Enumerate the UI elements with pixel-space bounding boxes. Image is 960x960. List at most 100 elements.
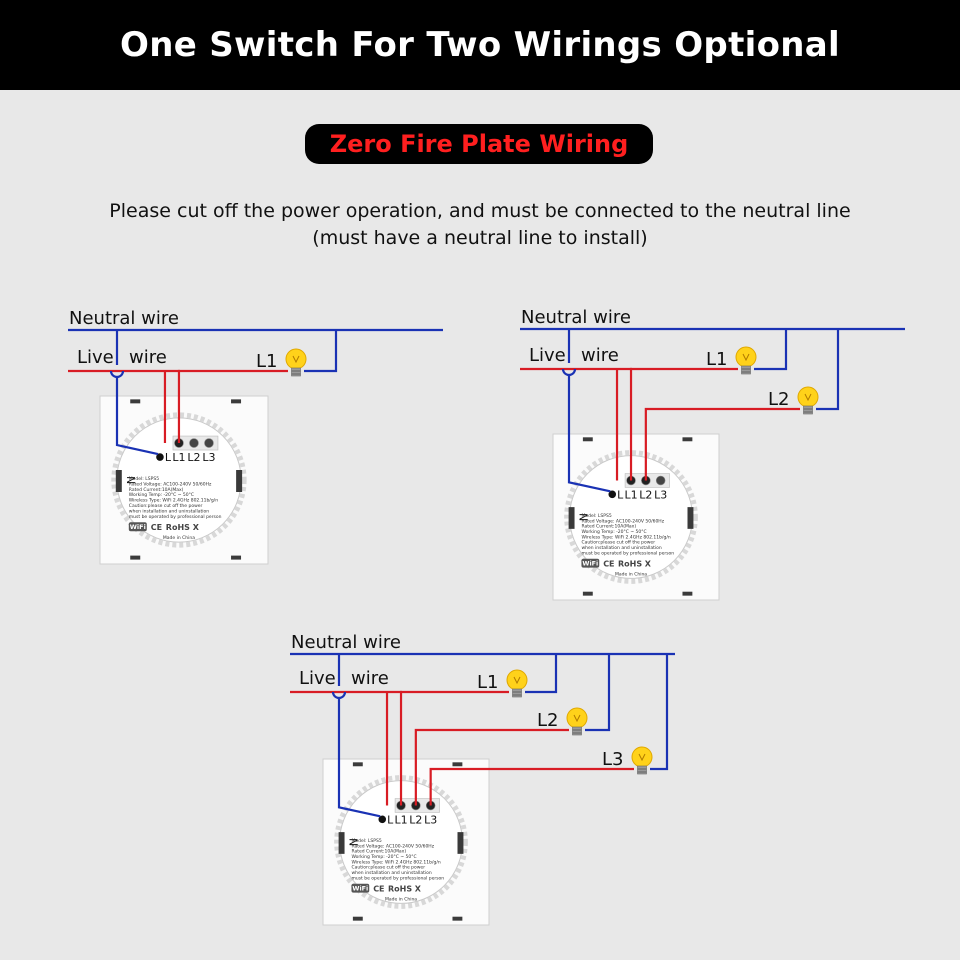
terminal-label-l2: L2: [187, 451, 200, 464]
bulb-glass: [735, 346, 757, 368]
module-spec-line: Model: LSPS5: [581, 513, 611, 519]
bulb-base: [291, 367, 301, 377]
module-notch: [115, 470, 122, 492]
bulb-l1: [735, 346, 757, 375]
module-spec-line: Rated Voltage: AC100-240V 50/60Hz: [351, 843, 434, 849]
terminal-label-l2: L2: [639, 488, 652, 501]
cert-wifi: WiFi: [352, 885, 368, 893]
terminal-screw: [204, 438, 214, 448]
cert-weee: X: [415, 885, 422, 894]
wifi-badge: [351, 883, 370, 893]
load-wire-l2: [644, 407, 800, 481]
live-wire-label-b: wire: [581, 345, 619, 366]
load-wire-l1: [399, 690, 509, 806]
module-spec-line: Working Temp: -20°C ~ 50°C: [129, 492, 194, 498]
cert-ce: CE: [373, 885, 384, 894]
bulb-filament: [742, 353, 750, 362]
plate-clip: [582, 437, 593, 442]
terminal-label-l: L: [617, 488, 624, 501]
lamp-neutral-return-l1: [754, 329, 788, 371]
page-header: One Switch For Two Wirings Optional: [0, 0, 960, 90]
plate-clip: [231, 555, 242, 560]
bulb-l1: [506, 669, 528, 698]
cert-ce: CE: [603, 560, 614, 569]
bulb-base: [572, 726, 582, 736]
lamp-neutral-return-l2: [585, 654, 611, 732]
instruction-line-2: (must have a neutral line to install): [312, 227, 648, 249]
plate-clip: [682, 591, 693, 596]
lamp-neutral-return-l2: [816, 329, 840, 411]
wifi-badge: [128, 522, 147, 532]
plate-clip: [130, 399, 141, 404]
module-spec-line: when installation and uninstallation: [351, 870, 431, 876]
module-spec-line: Caution:please cut off the power: [581, 540, 655, 546]
bulb-filament: [513, 676, 521, 685]
module-notch: [236, 470, 243, 492]
bulb-glass: [631, 746, 653, 768]
cert-rohs: RoHS: [166, 523, 190, 532]
plate-clip: [452, 916, 463, 921]
bulb-base: [512, 688, 522, 698]
bulb-l3: [631, 746, 653, 775]
neutral-terminal-screw: [378, 815, 387, 824]
instruction-text: Please cut off the power operation, and …: [0, 198, 960, 252]
cert-rohs: RoHS: [388, 885, 412, 894]
module-spec-line: Rated Voltage: AC100-240V 50/60Hz: [129, 481, 212, 487]
plate-clip: [231, 399, 242, 404]
bulb-glass: [797, 386, 819, 408]
neutral-to-switch: [337, 698, 381, 818]
neutral-terminal-screw: [156, 453, 164, 461]
bulb-l2: [797, 386, 819, 415]
module-ring: [334, 775, 468, 909]
module-spec-line: must be operated by professional person: [129, 514, 222, 520]
terminal-label-l3: L3: [202, 451, 215, 464]
lamp-label-l1: L1: [706, 349, 727, 370]
neutral-to-switch: [567, 375, 611, 493]
instruction-line-1: Please cut off the power operation, and …: [109, 200, 851, 222]
module-spec-line: Rated Current:10A(Max): [581, 524, 636, 530]
neutral-mark: N: [576, 513, 589, 521]
lamp-label-l3: L3: [602, 749, 623, 770]
bulb-base: [637, 765, 647, 775]
live-wire-label-a: Live: [529, 345, 566, 366]
wifi-badge: [581, 558, 600, 568]
module-spec-line: Model: LSPS5: [129, 476, 159, 482]
bulb-glass: [566, 707, 588, 729]
cert-weee: X: [645, 560, 652, 569]
module-ring: [564, 450, 698, 584]
terminal-label-l1: L1: [394, 813, 407, 826]
cert-wifi: WiFi: [582, 560, 598, 568]
plate-clip: [582, 591, 593, 596]
load-wire-l1: [177, 369, 288, 444]
page-title: One Switch For Two Wirings Optional: [120, 25, 840, 65]
lamp-neutral-return-l3: [650, 654, 669, 771]
bulb-glass: [506, 669, 528, 691]
module-spec-line: when installation and uninstallation: [129, 508, 209, 514]
neutral-mark: N: [124, 476, 137, 484]
lamp-label-l1: L1: [477, 672, 498, 693]
plate-clip: [682, 437, 693, 442]
cert-weee: X: [193, 523, 200, 532]
module-spec-line: Working Temp: -20°C ~ 50°C: [581, 529, 646, 535]
terminal-label-l2: L2: [409, 813, 422, 826]
module-origin: Made in China: [385, 896, 417, 902]
terminal-label-l1: L1: [624, 488, 637, 501]
module-spec-line: Rated Voltage: AC100-240V 50/60Hz: [581, 518, 664, 524]
terminal-label-l: L: [387, 813, 394, 826]
module-origin: Made in China: [615, 571, 647, 577]
live-wire-label-b: wire: [351, 668, 389, 689]
bulb-filament: [638, 753, 646, 762]
live-wire-label-a: Live: [299, 668, 336, 689]
load-wire-l1: [629, 367, 738, 481]
lamp-label-l2: L2: [537, 710, 558, 731]
module-origin: Made in China: [163, 535, 195, 541]
terminal-label-l: L: [165, 451, 172, 464]
lamp-neutral-return-l1: [525, 654, 558, 694]
cert-rohs: RoHS: [618, 560, 642, 569]
bulb-base: [803, 405, 813, 415]
neutral-terminal-screw: [608, 490, 617, 499]
